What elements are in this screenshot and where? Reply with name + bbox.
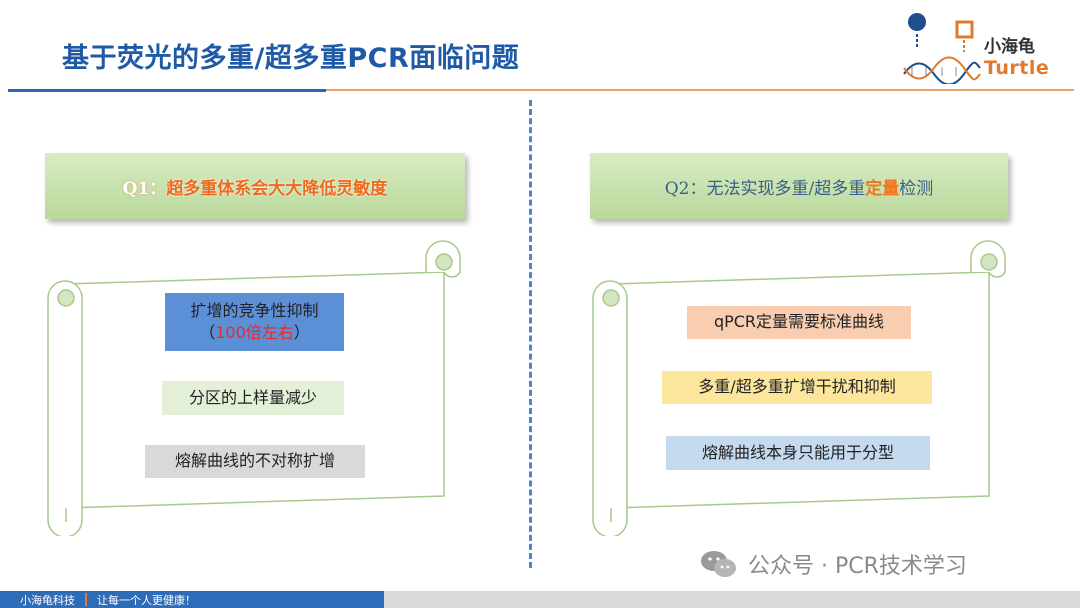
question-prefix: Q2： [664,178,707,199]
question-box-q1: Q1： 超多重体系会大大降低灵敏度 [45,153,465,219]
watermark-text: 公众号 · PCR技术学习 [748,554,967,579]
item-line1: 扩增的竞争性抑制 [190,300,319,320]
slide-title: 基于荧光的多重/超多重PCR面临问题 [62,43,520,74]
title-underline-blue [8,89,326,92]
turtle-logo-icon [903,13,981,84]
list-item-sample-loading: 分区的上样量减少 [162,381,344,415]
question-highlight: 定量 [865,178,900,199]
list-item-genotyping-only: 熔解曲线本身只能用于分型 [666,436,930,470]
question-text-a: 无法实现多重/超多重 [706,178,866,199]
question-prefix: Q1： [122,178,167,199]
list-item-asymmetric-amplification: 熔解曲线的不对称扩增 [145,445,365,478]
list-item-competitive-inhibition: 扩增的竞争性抑制 （100倍左右） [165,293,344,351]
footer-separator [85,593,87,606]
footer-slogan: 让每一个人更健康！ [97,593,196,607]
footer-company: 小海龟科技 [20,593,75,607]
footer-bar-gray [384,591,1080,608]
list-item-standard-curve: qPCR定量需要标准曲线 [687,306,911,339]
watermark: 公众号 · PCR技术学习 [700,548,967,580]
item-highlight-red: 100倍左右 [215,323,294,342]
center-divider [529,100,532,568]
wechat-icon [701,551,736,577]
list-item-interference: 多重/超多重扩增干扰和抑制 [662,371,932,404]
title-underline-orange [326,89,1074,91]
question-box-q2: Q2： 无法实现多重/超多重 定量 检测 [590,153,1008,219]
footer-bar: 小海龟科技 让每一个人更健康！ [0,591,384,608]
logo-name-en: Turtle [984,57,1050,79]
item-line2: （100倍左右） [199,323,310,342]
question-text-b: 检测 [899,178,934,199]
question-text: 超多重体系会大大降低灵敏度 [166,178,388,199]
logo-name-cn: 小海龟 [984,37,1035,57]
